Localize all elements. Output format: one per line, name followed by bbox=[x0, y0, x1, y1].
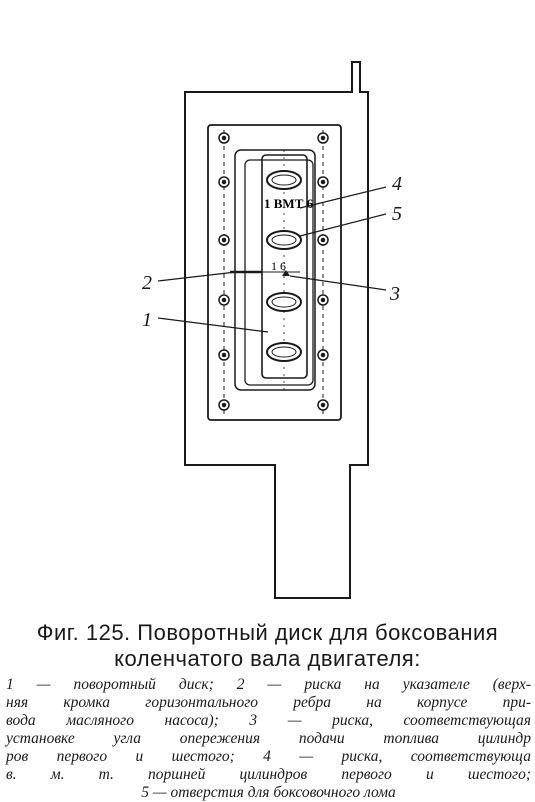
figure-drawing: 1 ВМТ 6 1 6 1 2 3 4 5 bbox=[142, 61, 402, 599]
disk-mid-label: 1 6 bbox=[271, 259, 286, 273]
bolt-group bbox=[218, 132, 329, 411]
bolt-center bbox=[320, 297, 326, 303]
legend-line: 5 — отверстия для боксовочного лома bbox=[141, 784, 396, 801]
bolt-center bbox=[320, 237, 326, 243]
callout-4: 4 bbox=[392, 173, 402, 195]
legend-line: вода масляного насоса); 3 — риска, соотв… bbox=[6, 712, 531, 729]
outer-frame bbox=[234, 149, 316, 391]
legend-line: установке угла опережения подачи топлива… bbox=[6, 730, 531, 747]
housing-outline bbox=[184, 61, 369, 599]
legend-line: няя кромка горизонтального ребра на корп… bbox=[6, 694, 531, 711]
rotating-disk bbox=[261, 154, 308, 379]
legend-line: ров первого и шестого; 4 — риска, соотве… bbox=[6, 748, 531, 765]
legend-line: 1 — поворотный диск; 2 — риска на указат… bbox=[6, 676, 531, 693]
bolt-center bbox=[320, 179, 326, 185]
caption-title-line-1: Фиг. 125. Поворотный диск для боксования bbox=[36, 620, 499, 645]
bolt-center bbox=[320, 402, 326, 408]
figure-legend: 1 — поворотный диск; 2 — риска на указат… bbox=[6, 676, 531, 802]
bolt-center bbox=[221, 402, 227, 408]
callout-1: 1 bbox=[142, 309, 152, 331]
callout-5: 5 bbox=[392, 203, 402, 225]
hole-4 bbox=[266, 342, 302, 362]
bolt-center bbox=[221, 297, 227, 303]
bolt-center bbox=[320, 135, 326, 141]
hole-1 bbox=[266, 170, 302, 190]
bolt-center bbox=[221, 352, 227, 358]
box-holes bbox=[266, 170, 302, 362]
bolt-center bbox=[320, 352, 326, 358]
hole-3 bbox=[266, 292, 302, 312]
bolt-center bbox=[221, 135, 227, 141]
caption-title-line-2: коленчатого вала двигателя: bbox=[114, 646, 421, 671]
callout-3: 3 bbox=[389, 283, 400, 305]
figure-caption-title: Фиг. 125. Поворотный диск для боксования… bbox=[0, 620, 535, 672]
bolt-center bbox=[221, 179, 227, 185]
disk-top-label: 1 ВМТ 6 bbox=[264, 196, 314, 211]
legend-line: в. м. т. поршней цилиндров первого и шес… bbox=[6, 766, 531, 783]
mounting-plate bbox=[207, 124, 342, 421]
hole-2 bbox=[266, 230, 302, 250]
callout-2: 2 bbox=[142, 272, 152, 294]
bolt-center bbox=[221, 237, 227, 243]
